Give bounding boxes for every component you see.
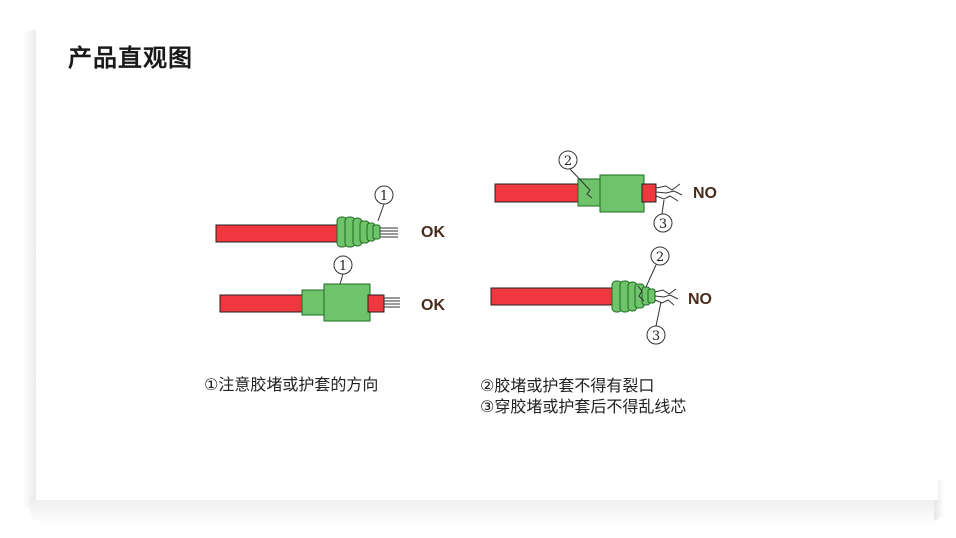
cable-jacket <box>494 183 582 203</box>
wire-strands <box>380 227 398 238</box>
sheath-small <box>301 289 327 316</box>
caption-no-crack: ②胶堵或护套不得有裂口 <box>480 376 655 395</box>
card-shadow-left <box>22 30 38 510</box>
card-shadow-bottom <box>30 496 942 526</box>
marker-number-2: 2 <box>564 154 572 169</box>
status-label-ok: OK <box>421 224 445 241</box>
status-label-no: NO <box>693 185 717 202</box>
marker-circle-3 <box>646 325 666 345</box>
card-shadow-right <box>934 480 944 520</box>
cable-jacket <box>219 294 305 313</box>
loose-wires <box>654 288 679 306</box>
crack-line <box>637 285 645 302</box>
cable-jacket <box>490 287 616 306</box>
marker-number-2: 2 <box>656 250 664 265</box>
marker-number-3: 3 <box>659 217 667 232</box>
cable-jacket-end <box>367 294 385 313</box>
marker-number-1: 1 <box>339 259 347 274</box>
cable-ok-sheath: 1 OK <box>219 255 445 322</box>
slide-card <box>36 26 938 500</box>
marker-number-3: 3 <box>652 329 660 344</box>
marker-leader <box>339 273 344 285</box>
cable-jacket <box>215 224 341 243</box>
marker-leader <box>661 199 665 215</box>
marker-circle-1 <box>374 185 394 205</box>
marker-circle-1 <box>333 255 353 275</box>
page-title: 产品直观图 <box>68 44 193 72</box>
marker-circle-2 <box>558 150 578 170</box>
ribbed-seal <box>611 280 656 313</box>
sheath-large <box>323 283 371 322</box>
cable-ok-seal: 1 OK <box>215 185 445 248</box>
caption-no-loose-wires: ③穿胶堵或护套后不得乱线芯 <box>480 397 687 416</box>
status-label-ok: OK <box>421 297 445 314</box>
marker-leader <box>569 168 589 189</box>
status-label-no: NO <box>688 291 712 308</box>
ribbed-seal <box>336 216 381 248</box>
caption-direction: ①注意胶堵或护套的方向 <box>204 375 379 394</box>
marker-leader <box>645 264 657 288</box>
sheath-large <box>599 174 645 213</box>
cable-jacket-end <box>641 183 657 203</box>
sheath-small <box>577 178 603 207</box>
marker-leader <box>377 203 385 222</box>
cable-no-sheath: 2 3 NO <box>494 150 717 233</box>
marker-leader <box>655 301 662 327</box>
wire-strands <box>384 297 400 308</box>
marker-number-1: 1 <box>380 189 388 204</box>
cable-no-seal: 2 3 NO <box>490 246 712 345</box>
marker-circle-2 <box>650 246 670 266</box>
marker-circle-3 <box>653 213 673 233</box>
loose-wires <box>655 183 683 202</box>
